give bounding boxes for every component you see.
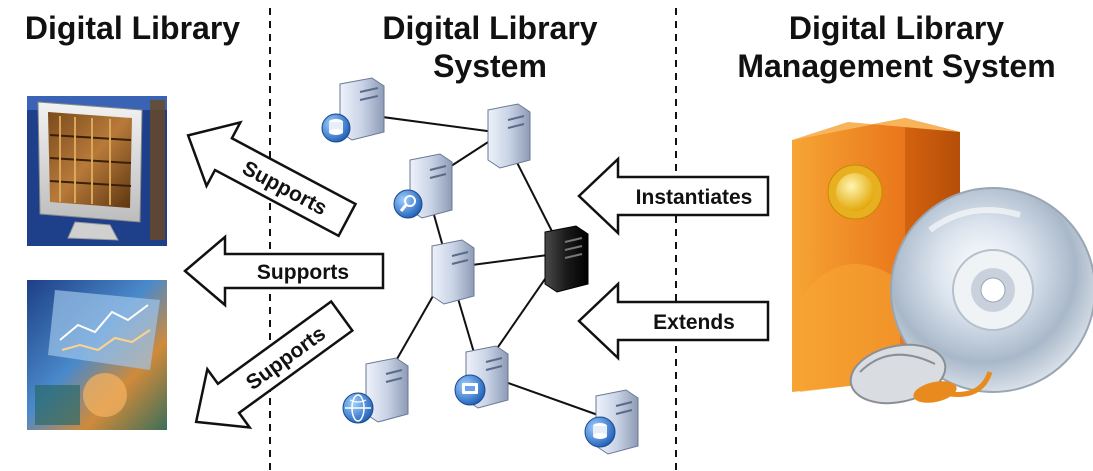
library-monitor-image	[27, 96, 167, 246]
server-search	[393, 153, 453, 219]
heading-digital-library: Digital Library	[24, 10, 241, 46]
mouse-icon	[849, 343, 993, 405]
label-instantiates: Instantiates	[636, 186, 753, 209]
server-database-top	[321, 77, 385, 143]
arrow-instantiates: Instantiates	[577, 156, 770, 236]
server-globe	[342, 357, 409, 424]
arrow-supports-middle: Supports	[183, 234, 385, 308]
server-monitor	[454, 345, 509, 409]
analytics-image	[27, 280, 167, 430]
heading-dlms-line2: Management System	[737, 48, 1056, 84]
label-supports-middle: Supports	[257, 261, 349, 284]
search-icon	[393, 189, 423, 219]
server-center	[431, 239, 475, 305]
server-database-bottom	[584, 389, 639, 455]
heading-dlms-line1: Digital Library	[788, 10, 1005, 46]
heading-dl-system-line1: Digital Library	[382, 10, 598, 46]
server-plain-top	[487, 103, 531, 169]
heading-dl-system-line2: System	[433, 48, 547, 84]
dark-server	[544, 225, 589, 293]
cd-disc-icon	[890, 187, 1093, 393]
arrow-supports-bottom: Supports	[194, 299, 355, 429]
label-extends: Extends	[653, 311, 735, 334]
arrow-extends: Extends	[577, 281, 770, 361]
